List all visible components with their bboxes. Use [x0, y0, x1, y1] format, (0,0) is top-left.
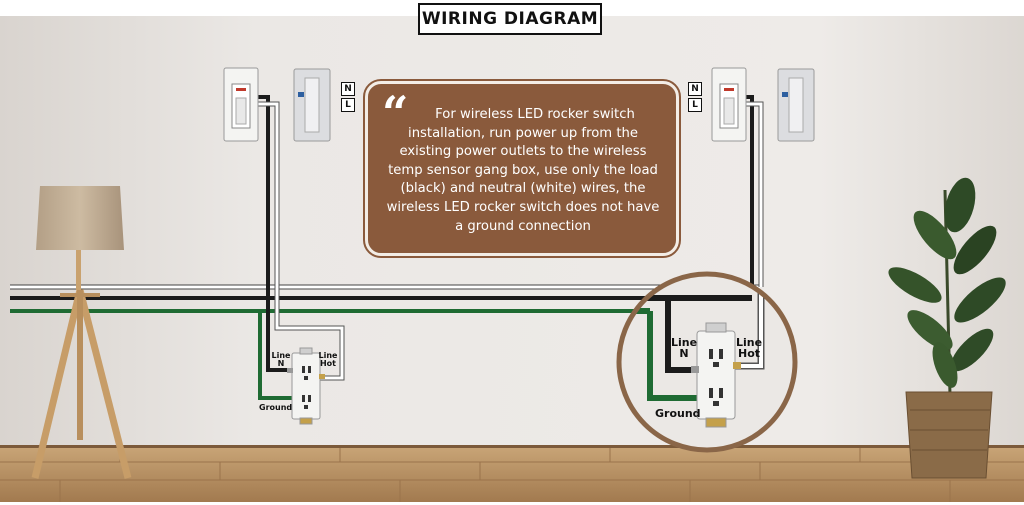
left-rocker-switch	[223, 67, 259, 142]
right-rocker-switch	[711, 67, 747, 142]
wood-floor	[0, 445, 1024, 502]
instruction-text: For wireless LED rocker switch installat…	[386, 107, 660, 234]
left-switch-wires	[257, 95, 345, 400]
zoom-ground-label: Ground	[655, 407, 701, 420]
right-gang-box	[777, 68, 815, 142]
left-line-terminal-label: L	[341, 98, 355, 112]
right-line-terminal-label: L	[688, 98, 702, 112]
floor-lamp	[31, 186, 132, 479]
instruction-note: “ For wireless LED rocker switch install…	[363, 79, 681, 258]
left-outlet	[287, 347, 325, 425]
left-gang-box	[293, 68, 331, 142]
left-outlet-ground-label: Ground	[259, 403, 293, 412]
potted-plant	[888, 177, 1006, 479]
quote-icon: “	[382, 86, 409, 140]
wire-bundle	[10, 284, 760, 313]
diagram-title: WIRING DIAGRAM	[418, 3, 602, 35]
zoom-callout	[616, 271, 798, 453]
right-neutral-terminal-label: N	[688, 82, 702, 96]
left-neutral-terminal-label: N	[341, 82, 355, 96]
